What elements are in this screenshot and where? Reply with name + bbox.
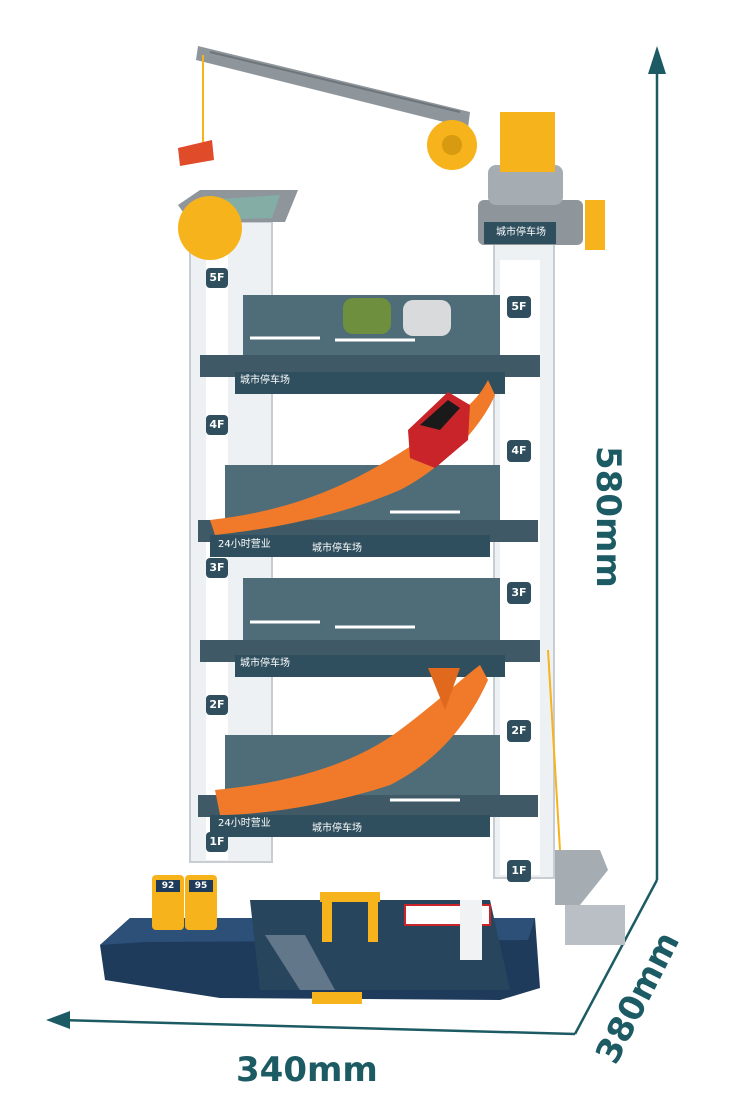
entrance-sign bbox=[312, 992, 362, 1004]
tower-crane bbox=[178, 46, 605, 260]
floor4-hours-sign: 24小时营业 bbox=[218, 539, 271, 550]
wrecking-ball bbox=[178, 196, 242, 260]
green-car bbox=[343, 298, 391, 334]
tower-sign bbox=[484, 222, 556, 244]
arrow-up-icon bbox=[648, 46, 666, 74]
floor-label-3f-left: 3F bbox=[206, 558, 228, 578]
floor-label-5f-right: 5F bbox=[507, 296, 531, 318]
floor2-hours-sign: 24小时营业 bbox=[218, 818, 271, 829]
floor3-parking-sign: 城市停车场 bbox=[240, 658, 290, 669]
floor2-parking-sign: 城市停车场 bbox=[312, 823, 362, 834]
fuel-pump-92-label: 92 bbox=[161, 881, 175, 891]
ramp-lower bbox=[215, 665, 488, 815]
fuel-pump-95-label: 95 bbox=[194, 881, 208, 891]
floor-label-1f-right: 1F bbox=[507, 860, 531, 882]
floor-label-3f-right: 3F bbox=[507, 582, 531, 604]
elevator-lift bbox=[547, 649, 625, 945]
floor-label-4f-right: 4F bbox=[507, 440, 531, 462]
arrow-left-icon bbox=[46, 1011, 70, 1029]
floor5-parking-sign: 城市停车场 bbox=[240, 375, 290, 386]
width-dimension-line bbox=[46, 1011, 576, 1036]
height-dimension-line bbox=[648, 46, 666, 880]
crane-jib bbox=[196, 46, 470, 128]
tower-parking-sign: 城市停车场 bbox=[496, 227, 546, 238]
floor4-parking-sign: 城市停车场 bbox=[312, 543, 362, 554]
entrance-gate bbox=[320, 892, 491, 960]
toy-cars bbox=[343, 298, 470, 468]
floor-label-1f-left: 1F bbox=[206, 832, 228, 852]
floor-label-2f-left: 2F bbox=[206, 695, 228, 715]
red-car bbox=[408, 392, 470, 468]
silver-car bbox=[403, 300, 451, 336]
fuel-station bbox=[152, 875, 217, 930]
floor-label-2f-right: 2F bbox=[507, 720, 531, 742]
height-dimension-label: 580mm bbox=[588, 446, 628, 588]
width-dimension-label: 340mm bbox=[236, 1050, 378, 1090]
floor-label-4f-left: 4F bbox=[206, 415, 228, 435]
floor-label-5f-left: 5F bbox=[206, 268, 228, 288]
crane-hook-block bbox=[178, 140, 214, 166]
depth-dimension-line bbox=[573, 879, 659, 1035]
